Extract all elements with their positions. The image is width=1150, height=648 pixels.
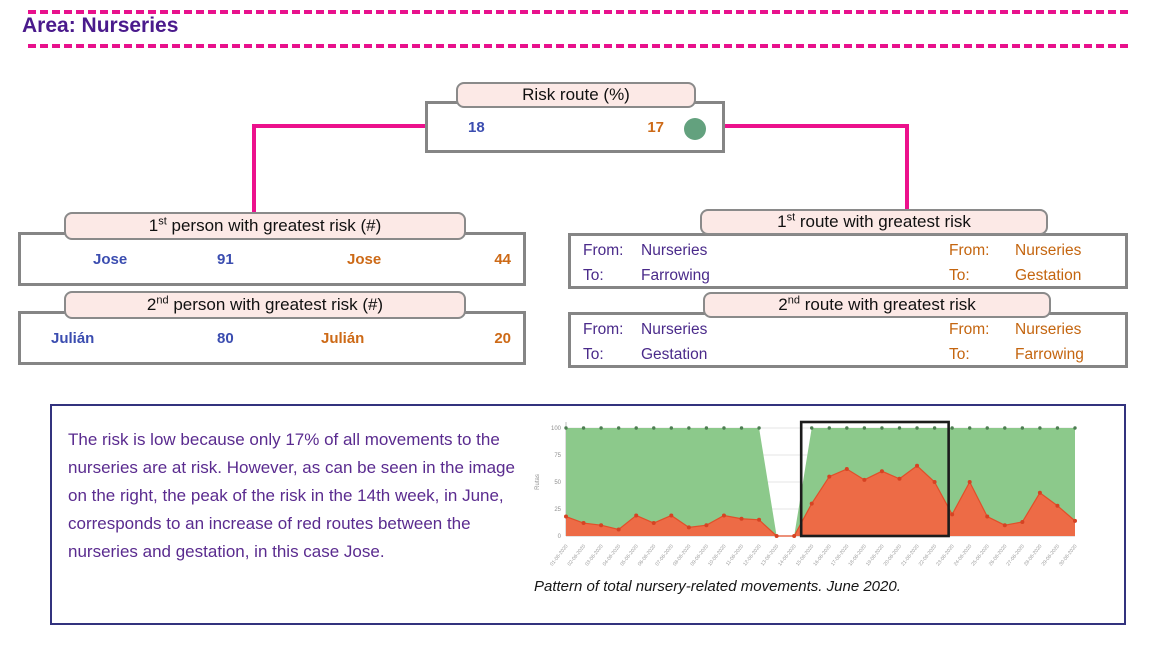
person-2-title: 2nd person with greatest risk (#) <box>146 294 384 314</box>
risk-route-header: Risk route (%) <box>456 82 696 108</box>
person-2-right-value: 20 <box>494 330 511 347</box>
chart-caption: Pattern of total nursery-related movemen… <box>534 578 901 595</box>
risk-route-right-value: 17 <box>647 119 664 136</box>
route-1-box: From: Nurseries To: Farrowing From: Nurseri… <box>568 233 1128 289</box>
risk-level-indicator-icon <box>684 118 706 140</box>
svg-text:75: 75 <box>554 453 561 459</box>
svg-text:30-06-2020: 30-06-2020 <box>1058 543 1079 567</box>
to-label: To: <box>949 267 970 284</box>
from-label: From: <box>949 321 990 338</box>
connector-left-horizontal <box>252 124 428 128</box>
route-1-title: 1st route with greatest risk <box>777 211 971 231</box>
person-1-title: 1st person with greatest risk (#) <box>148 215 382 235</box>
from-label: From: <box>583 321 624 338</box>
connector-left-vertical <box>252 124 256 214</box>
person-1-right-name: Jose <box>347 251 382 268</box>
person-1-left-name: Jose <box>93 251 128 268</box>
route-2-header: 2nd route with greatest risk <box>703 292 1051 318</box>
from-label: From: <box>949 242 990 259</box>
person-1-left-value: 91 <box>217 251 234 268</box>
route-1-right-to: Gestation <box>1015 267 1082 284</box>
to-label: To: <box>583 346 604 363</box>
route-1-header: 1st route with greatest risk <box>700 209 1048 235</box>
route-2-right-from: Nurseries <box>1015 321 1082 338</box>
summary-panel: The risk is low because only 17% of all … <box>50 404 1126 625</box>
person-2-left-name: Julián <box>51 330 95 347</box>
movements-area-chart: 0255075100Rutas01-06-202002-06-202003-06… <box>535 420 1079 567</box>
person-1-right-value: 44 <box>494 251 511 268</box>
to-label: To: <box>583 267 604 284</box>
connector-right-vertical <box>905 124 909 216</box>
svg-text:Rutas: Rutas <box>535 474 541 490</box>
to-label: To: <box>949 346 970 363</box>
route-1-left-from: Nurseries <box>641 242 708 259</box>
connector-right-horizontal <box>722 124 909 128</box>
route-1-right-from: Nurseries <box>1015 242 1082 259</box>
route-2-right-to: Farrowing <box>1015 346 1084 363</box>
summary-text: The risk is low because only 17% of all … <box>68 430 515 561</box>
route-1-left-to: Farrowing <box>641 267 710 284</box>
route-2-left-to: Gestation <box>641 346 708 363</box>
header-divider-bottom <box>28 44 1128 48</box>
svg-text:50: 50 <box>554 480 561 486</box>
risk-route-left-value: 18 <box>468 119 485 136</box>
route-2-box: From: Nurseries To: Gestation From: Nurseri… <box>568 312 1128 368</box>
risk-route-title: Risk route (%) <box>522 85 630 104</box>
route-2-title: 2nd route with greatest risk <box>778 294 976 314</box>
risk-route-box: 18 17 <box>425 101 725 153</box>
from-label: From: <box>583 242 624 259</box>
svg-text:100: 100 <box>551 426 562 432</box>
person-2-box: Julián 80 Julián 20 <box>18 311 526 365</box>
svg-text:25: 25 <box>554 507 561 513</box>
svg-text:0: 0 <box>558 534 562 540</box>
page-title: Area: Nurseries <box>22 14 179 37</box>
header-divider-top <box>28 10 1128 14</box>
person-1-box: Jose 91 Jose 44 <box>18 232 526 286</box>
person-2-header: 2nd person with greatest risk (#) <box>64 291 466 319</box>
person-2-right-name: Julián <box>321 330 365 347</box>
route-2-left-from: Nurseries <box>641 321 708 338</box>
person-1-header: 1st person with greatest risk (#) <box>64 212 466 240</box>
person-2-left-value: 80 <box>217 330 234 347</box>
